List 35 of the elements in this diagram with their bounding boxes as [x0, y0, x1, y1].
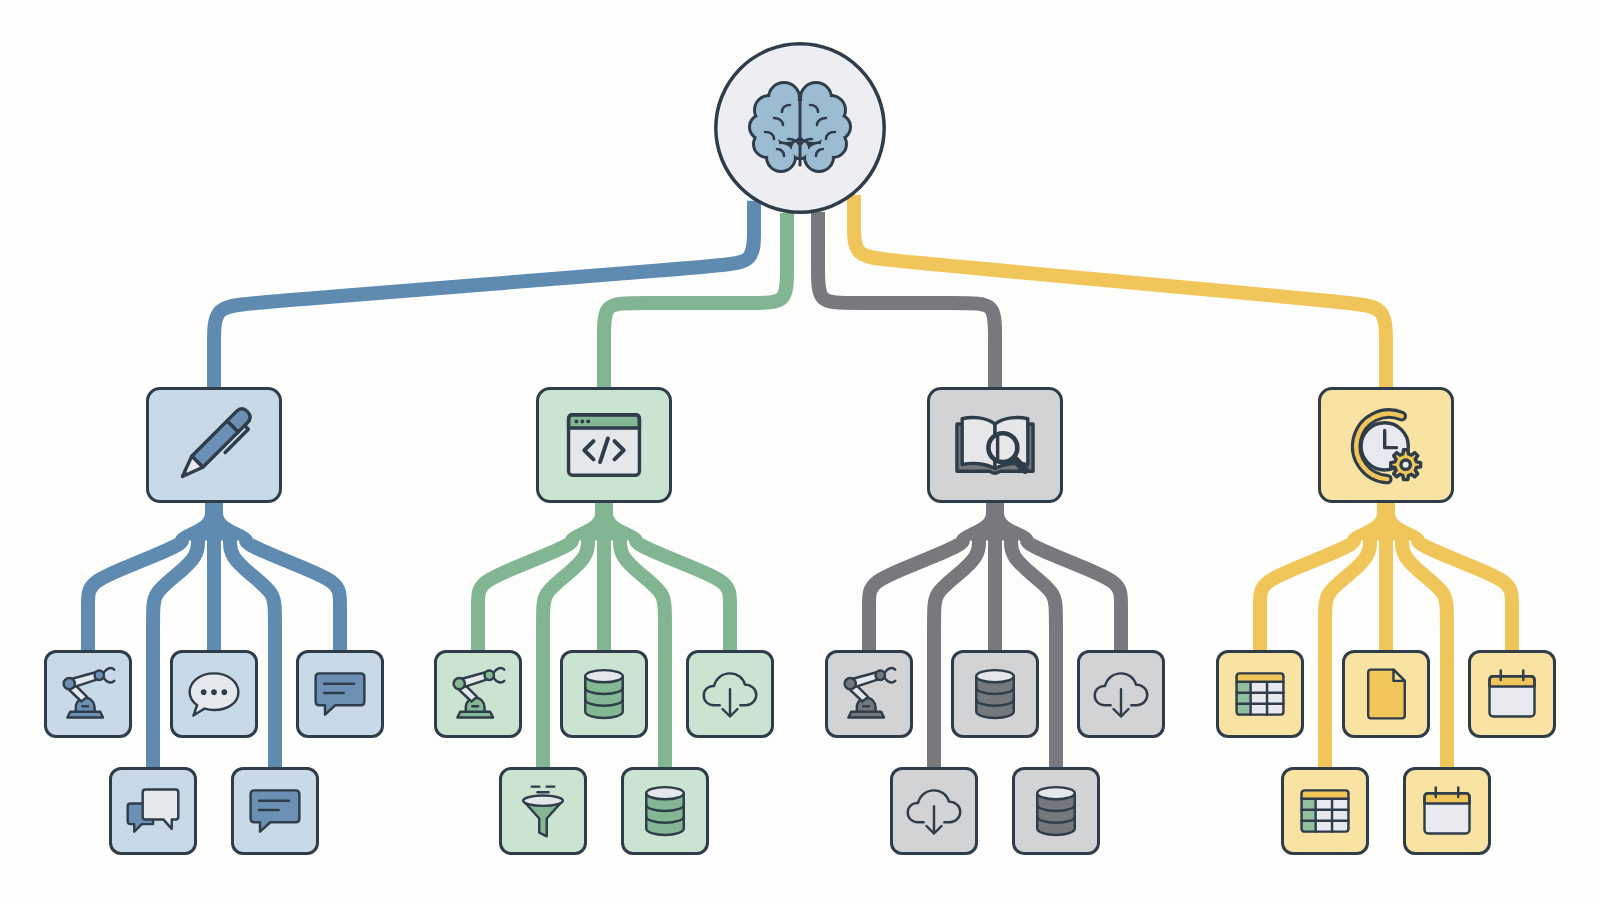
item-tile: [1077, 650, 1165, 738]
item-tile: [109, 767, 197, 855]
item-tile: [1468, 650, 1556, 738]
item-tile: [231, 767, 319, 855]
item-tile: [621, 767, 709, 855]
item-tile: [499, 767, 587, 855]
connector-line: [597, 213, 794, 387]
item-tile: [825, 650, 913, 738]
item-tile: [434, 650, 522, 738]
item-tile: [1403, 767, 1491, 855]
connector-line: [1379, 540, 1393, 650]
connector-line: [565, 503, 643, 541]
item-tile: [1342, 650, 1430, 738]
connector-line: [956, 503, 1034, 541]
category-tile: [927, 387, 1063, 503]
category-tile: [536, 387, 672, 503]
item-tile: [951, 650, 1039, 738]
category-tile: [146, 387, 282, 503]
item-tile: [296, 650, 384, 738]
item-tile: [560, 650, 648, 738]
item-tile: [686, 650, 774, 738]
item-tile: [44, 650, 132, 738]
connector-line: [1347, 503, 1425, 541]
connector-line: [175, 503, 253, 541]
connector-line: [988, 540, 1002, 650]
category-tile: [1318, 387, 1454, 503]
connector-line: [597, 540, 611, 650]
connector-line: [207, 540, 221, 650]
hub-circle: [714, 42, 886, 214]
item-tile: [890, 767, 978, 855]
item-tile: [1216, 650, 1304, 738]
item-tile: [1281, 767, 1369, 855]
item-tile: [170, 650, 258, 738]
connector-line: [811, 212, 1002, 387]
item-tile: [1012, 767, 1100, 855]
